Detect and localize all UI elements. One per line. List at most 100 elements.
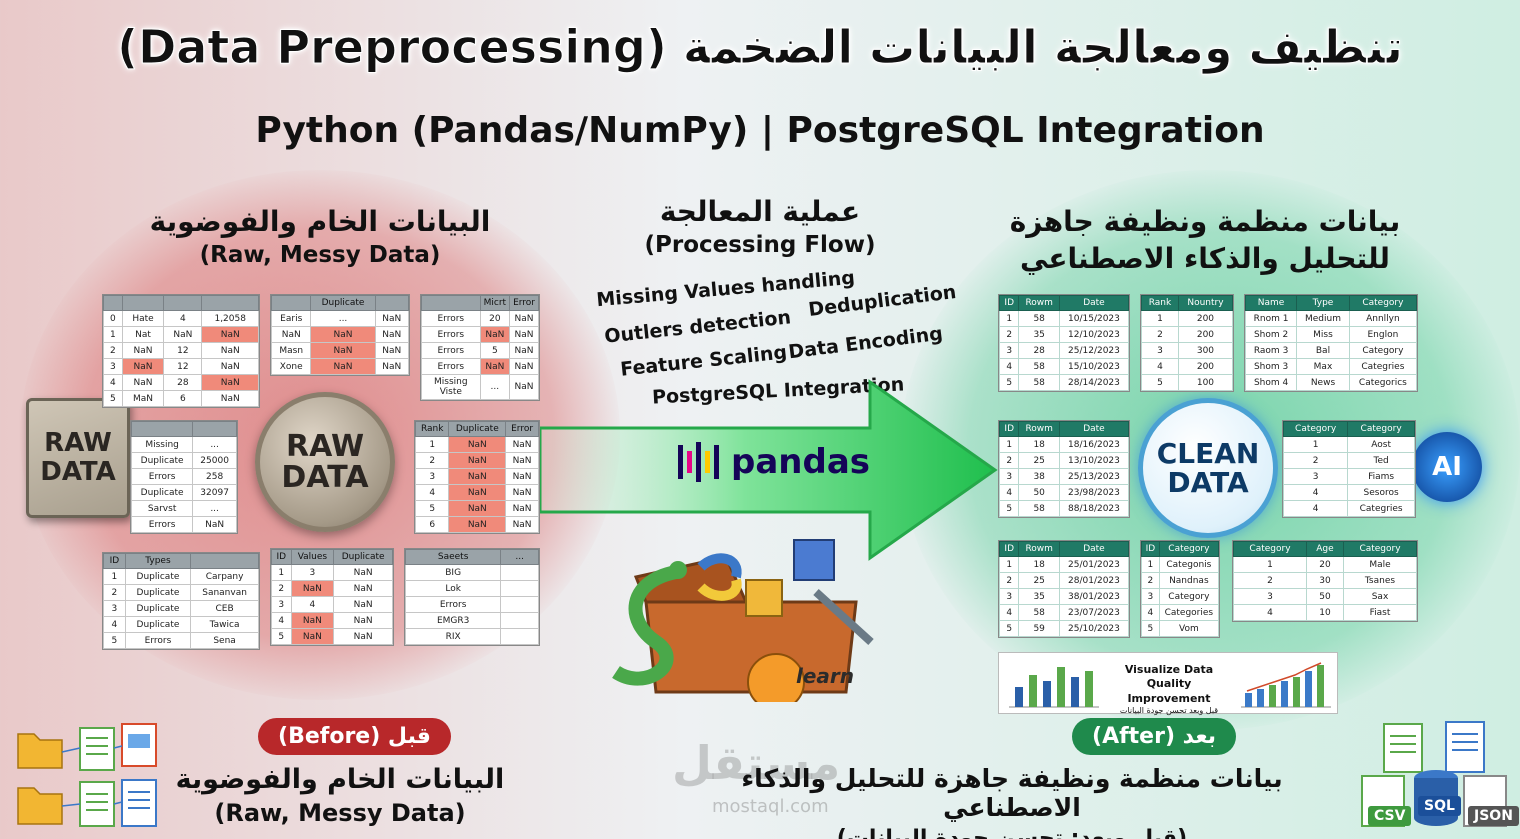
mostaql-watermark: مستقل	[672, 736, 841, 790]
table-cell: EMGR3	[404, 612, 502, 629]
table-cell: 4	[163, 310, 203, 327]
visualize-quality-card: Visualize Data Quality Improvement قبل و…	[998, 652, 1338, 715]
table-cell: RIX	[404, 628, 502, 645]
table-cell: NaN	[509, 310, 539, 327]
table-cell: Raom 3	[1244, 342, 1298, 359]
table-cell: ...	[192, 436, 237, 453]
table-cell: Xone	[270, 358, 312, 375]
table-cell: 5	[998, 500, 1020, 517]
table-header-cell: ID	[271, 549, 292, 565]
table-cell: NaN	[509, 374, 539, 400]
table-header-cell: Category	[1282, 421, 1349, 437]
table-cell: 35	[1018, 588, 1060, 605]
table-cell: NaN	[448, 436, 507, 453]
table-cell: 5	[1141, 620, 1160, 637]
table-cell: 1,2058	[201, 310, 259, 327]
table-cell: 2	[103, 584, 126, 601]
table-cell: MaN	[121, 390, 165, 407]
table-cell: 28	[163, 374, 203, 391]
table-cell: Sena	[190, 632, 259, 649]
table-cell: 3	[103, 600, 126, 617]
table-cell: 28	[1018, 342, 1060, 359]
table-cell: Duplicate	[124, 568, 192, 585]
table-header-cell: ...	[500, 549, 539, 565]
table-cell: News	[1296, 374, 1350, 391]
table-cell: NaN	[201, 390, 259, 407]
table-header-cell: Category	[1233, 541, 1307, 557]
table-cell: 50	[1018, 484, 1060, 501]
clean-heading-ar-2: للتحليل والذكاء الاصطناعي	[1020, 242, 1390, 275]
bottom-left-en: (Raw, Messy Data)	[214, 799, 466, 827]
table-cell: NaN	[192, 516, 237, 533]
table-cell: 23/98/2023	[1058, 484, 1130, 501]
table-cell: NaN	[333, 564, 393, 581]
table-header-cell: Duplicate	[448, 421, 507, 437]
table-row: Errors	[404, 596, 539, 613]
page-title: تنظيف ومعالجة البيانات الضخمة (Data Prep…	[117, 20, 1404, 75]
table-cell: NaN	[505, 516, 539, 533]
table-header-cell	[130, 421, 194, 437]
table-header-cell: ID	[1141, 541, 1160, 557]
before-mini-chart	[1009, 667, 1099, 708]
table-cell: NaN	[505, 500, 539, 517]
table-cell: Earis	[270, 310, 312, 327]
table-cell: 5	[998, 374, 1020, 391]
table-cell: 12/10/2023	[1058, 326, 1130, 343]
table-cell: NaN	[505, 468, 539, 485]
table-cell: 5	[414, 500, 450, 517]
flow-step-outliers: Outlers detection	[603, 306, 792, 348]
table-cell: NaN	[121, 358, 165, 375]
table-cell: NaN	[374, 326, 410, 343]
table-cell: NaN	[505, 452, 539, 469]
table-cell: Categries	[1347, 500, 1415, 517]
table-cell: 1	[998, 556, 1020, 573]
bottom-left-caption: البيانات الخام والفوضوية (Raw, Messy Dat…	[170, 764, 510, 827]
pandas-wordmark: pandas	[731, 442, 871, 482]
raw-heading-ar: البيانات الخام والفوضوية	[149, 205, 491, 238]
table-cell: 5	[1141, 374, 1179, 391]
table-cell: 28/01/2023	[1058, 572, 1130, 589]
bottom-right-note: (قبل وبعد: تحسن جودة البيانات)	[836, 826, 1188, 839]
table-header-cell: ID	[998, 541, 1020, 557]
table-cell: Fiams	[1347, 468, 1415, 485]
table-cell: NaN	[333, 596, 393, 613]
table-cell: 1	[103, 326, 123, 343]
table-cell: 10	[1305, 604, 1345, 621]
table-cell: Max	[1296, 358, 1350, 375]
table-cell: 4	[998, 484, 1020, 501]
table-cell: NaN	[333, 612, 393, 629]
table-cell: Lok	[404, 580, 502, 597]
table-cell: 25/10/2023	[1058, 620, 1130, 637]
